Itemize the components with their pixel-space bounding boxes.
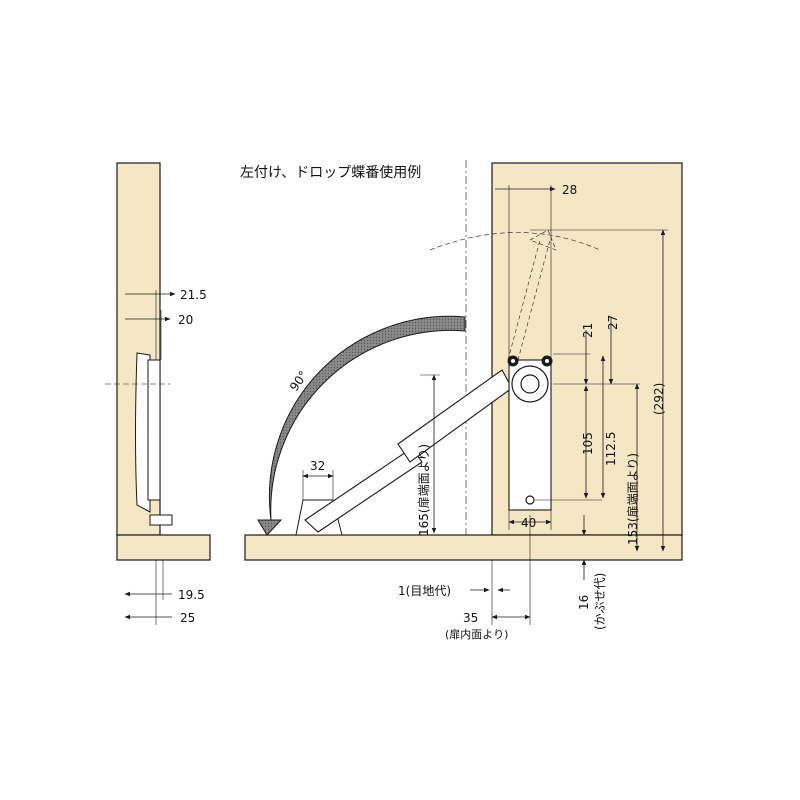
dim-27: 27 (606, 315, 620, 330)
plate-screw-bottom (525, 495, 535, 505)
main-view: 90° (244, 160, 683, 641)
door-bottom-board (244, 534, 683, 561)
dim-21-5: 21.5 (180, 288, 207, 302)
extension-lines (302, 185, 668, 625)
left-hinge-plate (135, 352, 151, 513)
rotation-path-dashed (429, 232, 601, 251)
rotation-arc-90 (257, 315, 466, 536)
dim-40: 40 (521, 516, 536, 530)
dim-28: 28 (562, 183, 577, 197)
dim-21: 21 (581, 323, 595, 338)
dim-16-note: (かぶせ代) (593, 573, 607, 630)
diagram-title: 左付け、ドロップ蝶番使用例 (240, 164, 421, 181)
dim-165: 165(扉端面より) (417, 444, 431, 536)
dim-153: 153(扉端面より) (626, 453, 640, 545)
left-bottom-board (116, 534, 211, 561)
hinge-arm-lower (304, 447, 423, 533)
left-hinge-body (147, 359, 161, 501)
hinge-ghost (507, 229, 557, 361)
screw-head (511, 359, 515, 363)
dim-32: 32 (310, 459, 325, 473)
dim-292: (292) (652, 383, 666, 415)
dim-112-5: 112.5 (604, 432, 618, 466)
dim-16: 16 (577, 595, 591, 610)
dim-20: 20 (178, 313, 193, 327)
hinge-bush-inner (520, 374, 540, 394)
dim-19-5: 19.5 (178, 588, 205, 602)
dim-1: 1(目地代) (398, 584, 451, 598)
dim-35-note: (扉内面より) (445, 627, 508, 641)
left-view: 21.5 20 19.5 25 (105, 162, 211, 625)
dim-35: 35 (463, 611, 478, 625)
dim-25: 25 (180, 611, 195, 625)
dim-105: 105 (581, 432, 595, 455)
screw-head (545, 359, 549, 363)
left-hinge-foot (149, 514, 173, 526)
